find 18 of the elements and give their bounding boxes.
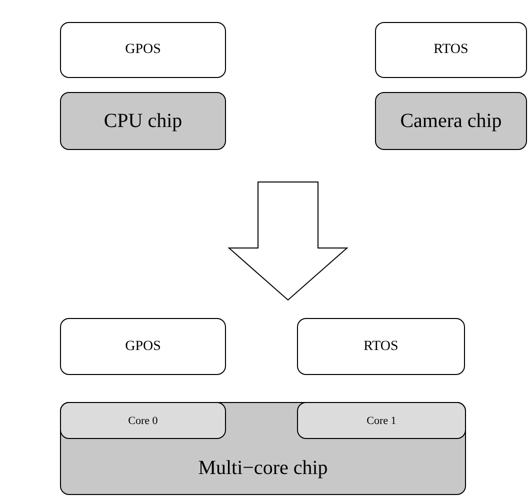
os-box xyxy=(60,318,226,375)
label-text: Multi−core chip xyxy=(197,457,329,480)
chip-box xyxy=(375,92,527,150)
label-text: Core 0 xyxy=(128,414,158,426)
label-text: CPU chip xyxy=(104,110,182,132)
label-text: GPOS xyxy=(125,42,161,58)
label-text: RTOS xyxy=(364,338,398,354)
label-text: RTOS xyxy=(434,42,468,58)
label-text: GPOS xyxy=(125,338,161,354)
label-text: Camera chip xyxy=(400,110,502,132)
os-box xyxy=(297,318,465,375)
core-box xyxy=(297,402,466,439)
label-text: Core 1 xyxy=(366,414,396,426)
chip-box xyxy=(60,92,226,150)
core-box xyxy=(60,402,226,439)
os-box xyxy=(60,22,226,78)
chip-box xyxy=(60,402,466,495)
os-box xyxy=(375,22,527,78)
